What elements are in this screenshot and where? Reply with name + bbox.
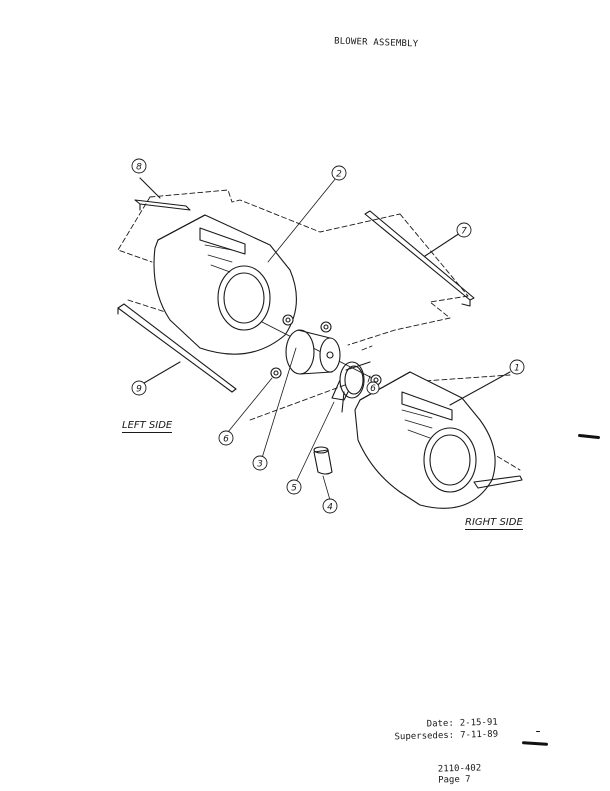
- part-3-motor: [285, 329, 341, 375]
- callout-6: 6: [218, 430, 234, 446]
- right-side-label: RIGHT SIDE: [465, 517, 523, 530]
- svg-text:2: 2: [336, 170, 342, 180]
- svg-text:6: 6: [370, 384, 376, 394]
- callout-5: 5: [286, 479, 302, 495]
- svg-text:6: 6: [223, 435, 229, 445]
- part-6-nuts: [270, 314, 382, 386]
- left-blower-housing: [153, 214, 297, 355]
- left-side-label: LEFT SIDE: [122, 420, 173, 433]
- supersedes-value: 7-11-89: [460, 729, 499, 741]
- callout-8: 8: [131, 158, 147, 174]
- part-9-rail: [117, 303, 237, 393]
- svg-text:4: 4: [327, 503, 333, 513]
- svg-text:3: 3: [257, 460, 263, 470]
- supersedes-label: Supersedes:: [394, 730, 455, 743]
- document-number: 2110-402: [437, 763, 482, 775]
- svg-text:9: 9: [136, 385, 142, 395]
- document-number-block: 2110-402 Page 7: [438, 763, 482, 786]
- svg-text:1: 1: [514, 364, 520, 374]
- svg-text:5: 5: [291, 484, 297, 494]
- right-blower-fan-wheel: [401, 409, 477, 493]
- part-7-rail: [364, 210, 475, 307]
- page-number: Page 7: [438, 774, 471, 786]
- part-4-capacitor: [313, 446, 333, 475]
- svg-text:8: 8: [136, 163, 142, 173]
- right-blower-housing: [354, 371, 496, 509]
- callout-1: 1: [509, 359, 525, 375]
- svg-text:7: 7: [461, 227, 467, 237]
- part-5-mount-ring: [331, 361, 371, 413]
- scan-mark-3: [536, 731, 540, 732]
- date-value: 2-15-91: [459, 717, 498, 729]
- revision-block: Date:2-15-91 Supersedes:7-11-89: [392, 717, 499, 744]
- callouts: 8 2 7 1 9 6 6 3: [131, 158, 525, 514]
- callout-3: 3: [252, 455, 268, 471]
- callout-9: 9: [131, 380, 147, 396]
- callout-4: 4: [322, 498, 338, 514]
- part-1-rail: [449, 371, 523, 489]
- callout-7: 7: [456, 222, 472, 238]
- leader-lines: [227, 177, 371, 501]
- callout-6b: 6: [366, 381, 380, 395]
- callout-2: 2: [331, 165, 347, 181]
- part-8-bracket: [134, 177, 191, 211]
- left-blower-fan-wheel: [204, 244, 271, 331]
